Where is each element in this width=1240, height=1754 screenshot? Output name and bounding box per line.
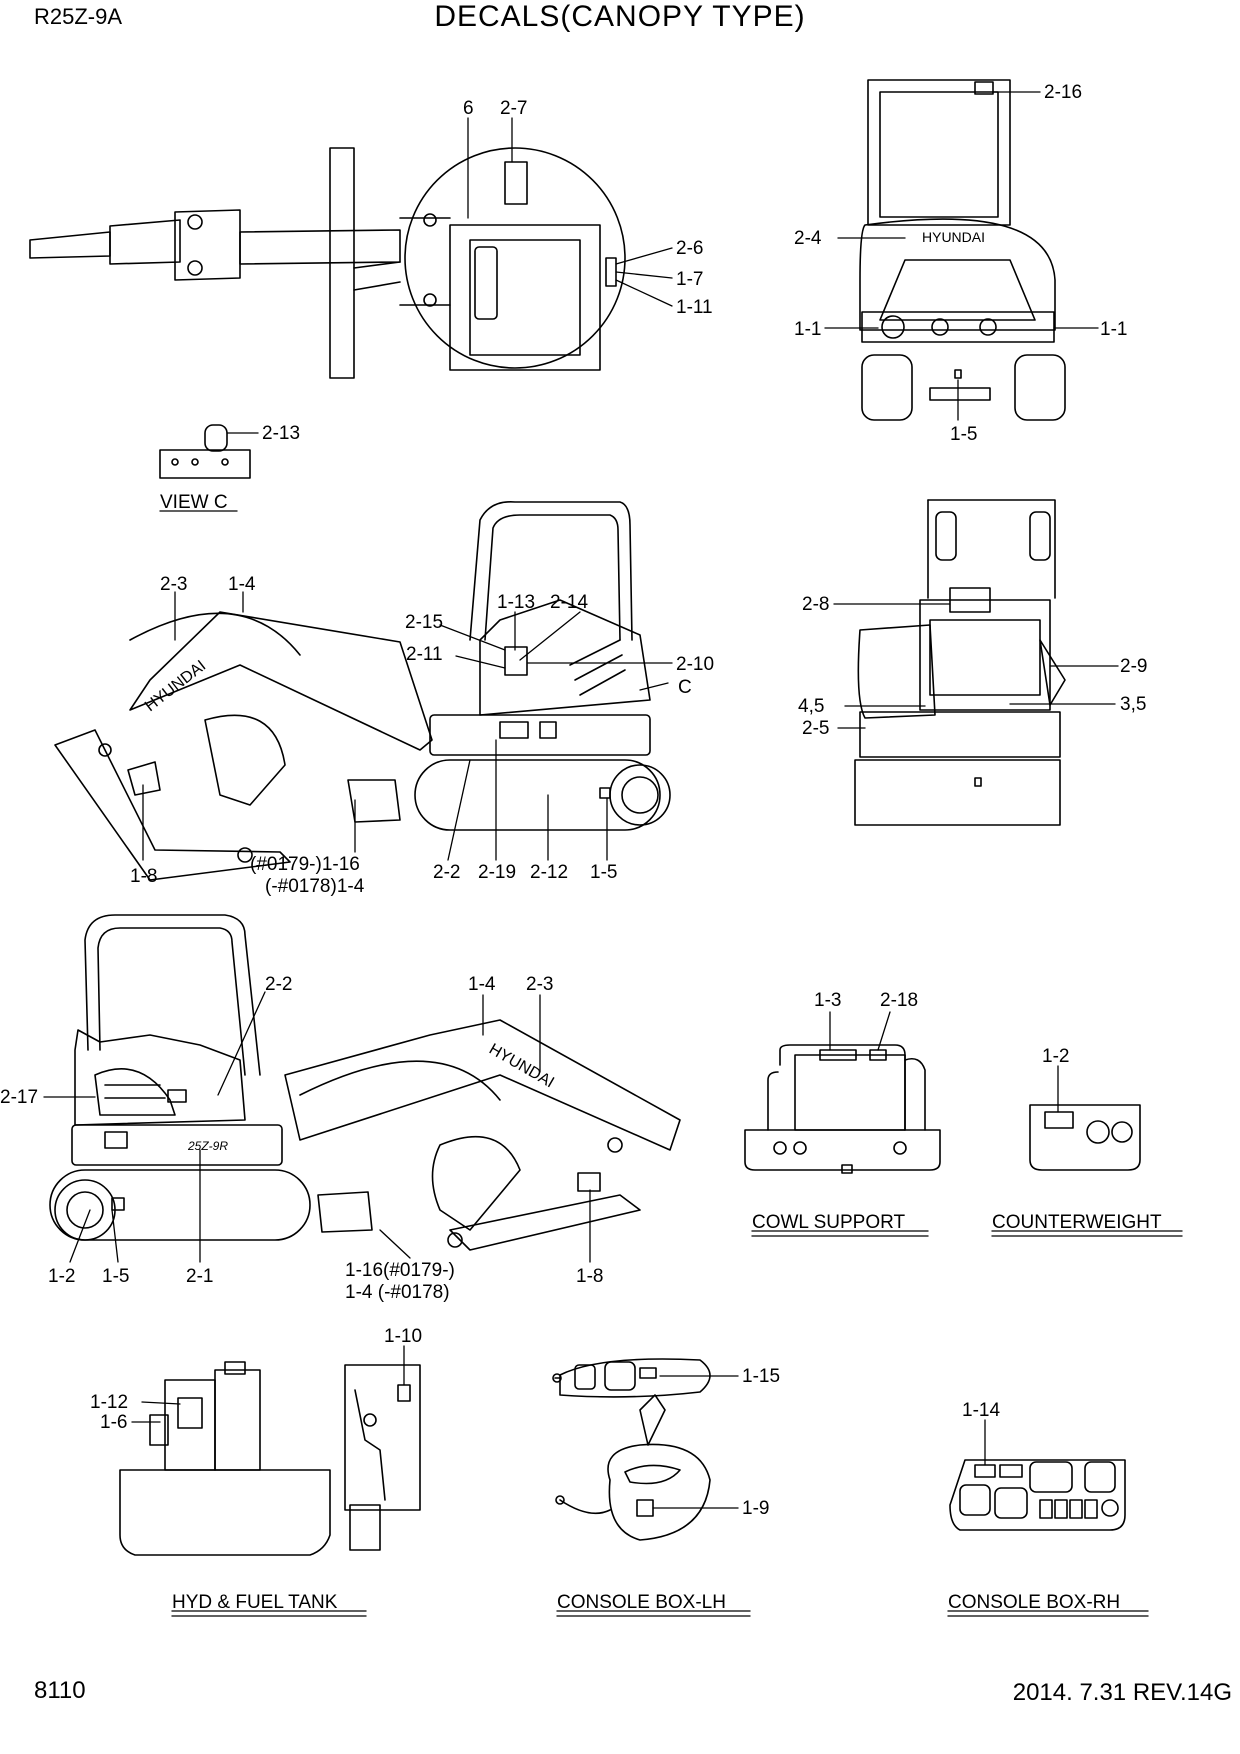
callout-2-17: 2-17 xyxy=(0,1087,38,1108)
cowl-support-drawing xyxy=(744,1044,941,1174)
counterweight-drawing xyxy=(1029,1104,1141,1171)
callout-1-11: 1-11 xyxy=(676,297,713,318)
callout-3-5: 3,5 xyxy=(1120,694,1146,715)
revision-date: 2014. 7.31 REV.14G xyxy=(1012,1679,1232,1706)
callout-6: 6 xyxy=(463,98,474,119)
callout-1-5-right: 1-5 xyxy=(102,1266,129,1287)
callout-2-10: 2-10 xyxy=(676,654,714,675)
right-side-labels: HYUNDAI 25Z-9R 2-2 1-4 2-3 2-17 1-2 1-5 … xyxy=(0,974,603,1303)
console-lh-labels: 1-15 1-9 CONSOLE BOX-LH xyxy=(557,1366,780,1613)
tank-drawing xyxy=(119,1361,421,1556)
brand-text-rear: HYUNDAI xyxy=(922,229,985,245)
callout-2-14: 2-14 xyxy=(550,592,588,613)
callout-1-4-left-sn: (-#0178)1-4 xyxy=(265,876,365,897)
top-view-callout-lines xyxy=(467,117,673,307)
counterweight-label: COUNTERWEIGHT xyxy=(992,1212,1162,1233)
console-lh-drawing xyxy=(552,1358,711,1541)
view-c-labels: 2-13 VIEW C xyxy=(160,423,300,513)
callout-1-14: 1-14 xyxy=(962,1400,1000,1421)
front-view-drawing xyxy=(854,499,1066,826)
callout-2-2-right: 2-2 xyxy=(265,974,292,995)
callout-2-3-right: 2-3 xyxy=(526,974,553,995)
callout-2-7: 2-7 xyxy=(500,98,527,119)
callout-1-7: 1-7 xyxy=(676,269,703,290)
callout-2-18: 2-18 xyxy=(880,990,918,1011)
callout-1-9: 1-9 xyxy=(742,1498,769,1519)
callout-2-12: 2-12 xyxy=(530,862,568,883)
console-rh-label: CONSOLE BOX-RH xyxy=(948,1592,1120,1613)
callout-1-10: 1-10 xyxy=(384,1326,422,1347)
tank-labels: 1-10 1-12 1-6 HYD & FUEL TANK xyxy=(90,1326,422,1613)
front-view-callout-lines xyxy=(833,603,1119,729)
callout-2-2-left: 2-2 xyxy=(433,862,460,883)
callout-1-13: 1-13 xyxy=(497,592,535,613)
callout-2-15: 2-15 xyxy=(405,612,443,633)
tank-callout-lines xyxy=(131,1345,405,1617)
counterweight-labels: 1-2 COUNTERWEIGHT xyxy=(992,1046,1162,1233)
rear-view-drawing xyxy=(859,79,1066,421)
model-code: R25Z-9A xyxy=(34,4,123,29)
view-c-label: VIEW C xyxy=(160,492,228,513)
left-side-callout-lines xyxy=(142,591,673,861)
rear-view-labels: HYUNDAI 2-16 2-4 1-1 1-1 1-5 xyxy=(794,82,1127,445)
page-number: 8110 xyxy=(34,1677,86,1704)
callout-1-1-left: 1-1 xyxy=(794,319,821,340)
callout-2-6: 2-6 xyxy=(676,238,703,259)
callout-1-16-right: 1-16(#0179-) xyxy=(345,1260,455,1281)
cowl-support-callout-lines xyxy=(751,1011,929,1237)
callout-4-5: 4,5 xyxy=(798,696,824,717)
callout-1-16-left: (#0179-)1-16 xyxy=(250,854,360,875)
callout-1-15: 1-15 xyxy=(742,1366,780,1387)
callout-1-2-cw: 1-2 xyxy=(1042,1046,1069,1067)
callout-2-1: 2-1 xyxy=(186,1266,213,1287)
callout-2-4: 2-4 xyxy=(794,228,822,249)
right-side-drawing xyxy=(49,914,681,1251)
callout-2-16: 2-16 xyxy=(1044,82,1082,103)
counterweight-callout-lines xyxy=(991,1065,1183,1237)
callout-2-13: 2-13 xyxy=(262,423,300,444)
callout-1-4-right: 1-4 xyxy=(468,974,496,995)
callout-1-12: 1-12 xyxy=(90,1392,128,1413)
callout-1-2-right: 1-2 xyxy=(48,1266,75,1287)
callout-1-6: 1-6 xyxy=(100,1412,127,1433)
console-lh-callout-lines xyxy=(556,1375,751,1617)
console-rh-drawing xyxy=(949,1459,1126,1531)
callout-1-1-right: 1-1 xyxy=(1100,319,1127,340)
view-c-drawing xyxy=(159,424,259,512)
top-view-drawing xyxy=(29,147,626,379)
cowl-support-labels: 1-3 2-18 COWL SUPPORT xyxy=(752,990,918,1233)
callout-1-5-rear: 1-5 xyxy=(950,424,977,445)
callout-c: C xyxy=(678,677,692,698)
brand-text-left: HYUNDAI xyxy=(142,657,209,715)
model-badge-right: 25Z-9R xyxy=(187,1139,228,1153)
callout-2-5: 2-5 xyxy=(802,718,829,739)
callout-2-3-left: 2-3 xyxy=(160,574,187,595)
callout-1-5-left: 1-5 xyxy=(590,862,617,883)
console-rh-callout-lines xyxy=(947,1419,1149,1617)
callout-1-8-left: 1-8 xyxy=(130,866,157,887)
left-side-drawing xyxy=(54,501,671,881)
callout-2-8: 2-8 xyxy=(802,594,829,615)
callout-1-4-right-sn: 1-4 (-#0178) xyxy=(345,1282,450,1303)
callout-2-11-left: 2-11 xyxy=(406,644,443,665)
rear-view-callout-lines xyxy=(824,91,1099,421)
left-side-labels: HYUNDAI 2-3 1-4 2-15 1-13 2-14 2-11 2-10… xyxy=(130,574,714,897)
callout-2-9: 2-9 xyxy=(1120,656,1147,677)
callout-1-8-right: 1-8 xyxy=(576,1266,603,1287)
console-lh-label: CONSOLE BOX-LH xyxy=(557,1592,726,1613)
page-title: DECALS(CANOPY TYPE) xyxy=(434,0,806,33)
callout-2-19: 2-19 xyxy=(478,862,516,883)
tank-label: HYD & FUEL TANK xyxy=(172,1592,338,1613)
callout-1-3: 1-3 xyxy=(814,990,841,1011)
front-view-labels: 2-8 2-9 4,5 3,5 2-5 xyxy=(798,594,1147,739)
cowl-support-label: COWL SUPPORT xyxy=(752,1212,905,1233)
console-rh-labels: 1-14 CONSOLE BOX-RH xyxy=(948,1400,1120,1613)
callout-1-4-left: 1-4 xyxy=(228,574,256,595)
right-side-callout-lines xyxy=(43,991,591,1263)
top-view-labels: 6 2-7 2-6 1-7 1-11 xyxy=(463,98,713,318)
